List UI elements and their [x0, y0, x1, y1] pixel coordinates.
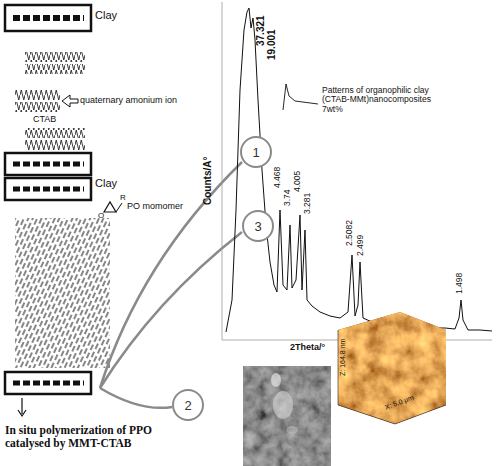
inset-curve: [283, 84, 318, 110]
clay-layer: [5, 153, 91, 175]
sem-particle: [273, 391, 293, 419]
axis-title: 2Theta/°: [290, 343, 325, 353]
ctab-chain: [15, 102, 60, 112]
down-arrow: [18, 410, 26, 416]
axis-title: Counts/A°: [202, 157, 213, 205]
peak-label: 1.498: [455, 273, 464, 294]
ctab-chain: [15, 90, 60, 100]
y-axis: [222, 2, 223, 340]
leader-line: [100, 232, 242, 388]
clay-layer: [13, 15, 84, 21]
callout-number: 1: [252, 145, 259, 160]
ctab-chain: [25, 64, 85, 74]
atom-label: O: [98, 212, 104, 221]
clay-layer: [5, 178, 91, 200]
part-label: PO momomer: [127, 202, 183, 212]
part-label: Clay: [95, 177, 117, 189]
callout-circle: 2: [172, 389, 204, 421]
clay-layer: [5, 372, 91, 394]
peak-label: 2.5082: [345, 220, 354, 246]
pointer-arrow: [62, 95, 78, 107]
sem-image: [243, 366, 331, 466]
callout-circle: 3: [242, 210, 274, 242]
ctab-chain: [25, 140, 85, 150]
clay-layer: [5, 372, 91, 394]
callout-circle: 1: [240, 136, 272, 168]
peak-label: 19.001: [266, 29, 277, 60]
down-arrow: [21, 398, 22, 414]
afm-image: [338, 312, 446, 424]
peak-label: 3.281: [303, 193, 312, 214]
clay-layer: [13, 187, 84, 192]
clay-layer: [5, 5, 91, 31]
caption-note: In situ polymerization of PPO catalysed …: [5, 424, 170, 449]
part-label: CTAB: [33, 115, 56, 125]
clay-layer: [13, 162, 84, 167]
ctab-chain: [25, 128, 85, 138]
ctab-chain: [25, 52, 85, 62]
sem-particle: [286, 426, 298, 434]
callout-number: 2: [184, 398, 191, 413]
inset-note: Patterns of organophilic clay (CTAB-MMt)…: [322, 86, 450, 114]
afm-scale: Z: 164.8 nm: [339, 339, 347, 376]
sem-image: [243, 366, 331, 466]
clay-layer: [5, 178, 91, 200]
afm-frame: [338, 330, 446, 424]
callout-number: 3: [254, 219, 261, 234]
part-label: Clay: [95, 9, 117, 21]
peak-label: 3.74: [283, 189, 292, 206]
sem-particle: [271, 373, 281, 387]
clay-layer: [13, 381, 84, 386]
atom-label: R: [120, 194, 126, 203]
clay-layer: [5, 5, 91, 31]
peak-label: 37.321: [255, 15, 266, 46]
part-label: quaternary amonium ion: [80, 96, 198, 106]
clay-layer: [5, 153, 91, 175]
afm-image: [338, 312, 446, 424]
xrd-curve: [226, 8, 492, 332]
peak-label: 2.499: [356, 235, 365, 256]
afm-image: [338, 312, 446, 424]
peak-label: 4.005: [293, 171, 302, 192]
leader-line: [100, 162, 242, 388]
epoxide-symbol: [116, 203, 122, 212]
peak-label: 4.468: [273, 167, 282, 188]
polymer-chains: [15, 218, 110, 368]
epoxide-symbol: [104, 202, 116, 212]
leader-line: [100, 388, 172, 408]
